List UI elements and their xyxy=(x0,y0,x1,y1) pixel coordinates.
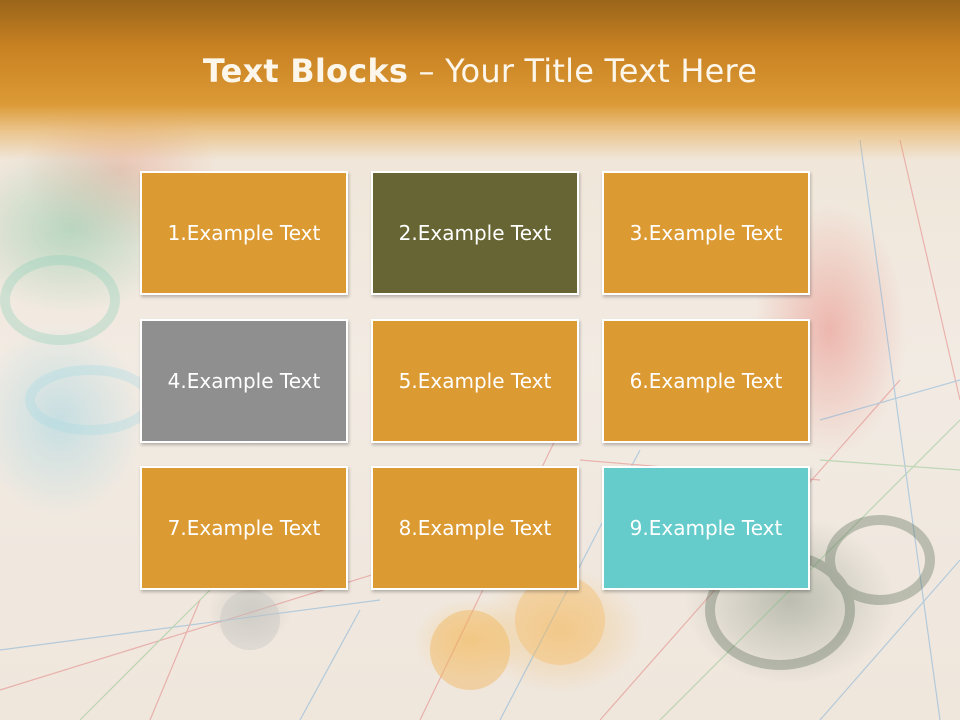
text-block-9[interactable]: 9.Example Text xyxy=(602,466,810,590)
title-rest-text: Your Title Text Here xyxy=(445,52,758,90)
title-bold-text: Text Blocks xyxy=(202,52,409,90)
text-block-2[interactable]: 2.Example Text xyxy=(371,171,579,295)
title-separator: – xyxy=(408,52,446,90)
text-block-4[interactable]: 4.Example Text xyxy=(140,319,348,443)
title-banner xyxy=(0,0,960,160)
text-block-1[interactable]: 1.Example Text xyxy=(140,171,348,295)
text-block-6[interactable]: 6.Example Text xyxy=(602,319,810,443)
text-block-7[interactable]: 7.Example Text xyxy=(140,466,348,590)
slide-title[interactable]: Text Blocks – Your Title Text Here xyxy=(0,52,960,90)
text-block-3[interactable]: 3.Example Text xyxy=(602,171,810,295)
text-block-8[interactable]: 8.Example Text xyxy=(371,466,579,590)
text-block-5[interactable]: 5.Example Text xyxy=(371,319,579,443)
